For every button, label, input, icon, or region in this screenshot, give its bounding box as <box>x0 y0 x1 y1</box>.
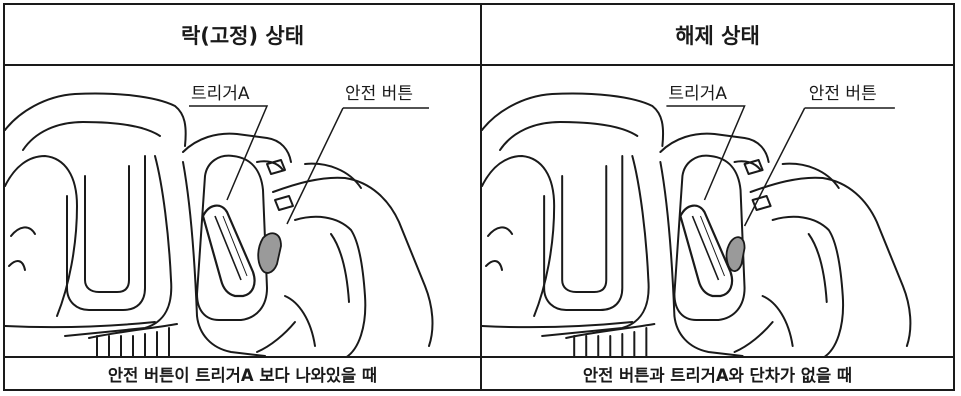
trigger-a-callout: 트리거A <box>191 84 250 104</box>
caption-locked: 안전 버튼이 트리거A 보다 나와있을 때 <box>5 356 480 389</box>
trigger-a-callout: 트리거A <box>668 84 727 104</box>
tool-drawing-released: 트리거A 안전 버튼 <box>482 84 912 358</box>
tool-illustration-locked: 트리거A 안전 버튼 <box>5 66 480 358</box>
caption-released: 안전 버튼과 트리거A와 단차가 없을 때 <box>482 356 953 389</box>
safety-button-shape <box>257 232 282 274</box>
trigger-a-shape <box>679 204 734 298</box>
panel-locked: 락(고정) 상태 <box>5 5 482 389</box>
safety-button-shape <box>725 236 746 272</box>
trigger-a-shape <box>201 204 256 298</box>
safety-button-callout: 안전 버튼 <box>809 84 877 104</box>
figure-frame: 락(고정) 상태 <box>3 3 955 391</box>
callout-leaders <box>666 105 895 227</box>
panel-header-released: 해제 상태 <box>482 5 953 66</box>
panel-released: 해제 상태 <box>482 5 953 389</box>
callout-leaders <box>189 105 429 225</box>
tool-drawing-locked: 트리거A 안전 버튼 <box>5 84 434 358</box>
tool-body-lines <box>482 92 912 358</box>
safety-button-callout: 안전 버튼 <box>345 84 413 104</box>
tool-illustration-released: 트리거A 안전 버튼 <box>482 66 953 358</box>
panel-header-locked: 락(고정) 상태 <box>5 5 480 66</box>
